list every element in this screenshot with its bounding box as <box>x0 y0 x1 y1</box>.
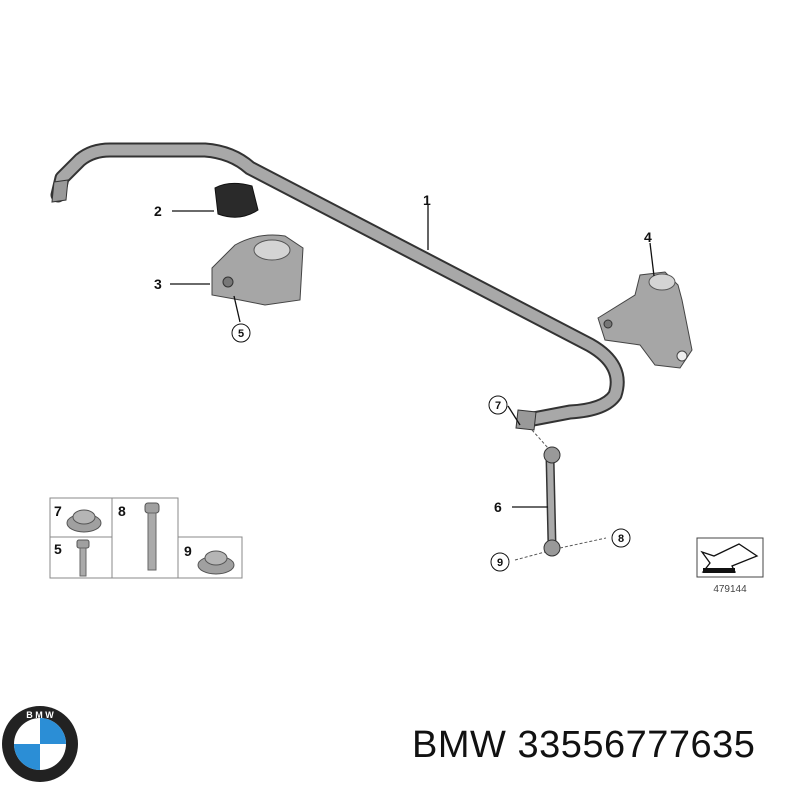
bolt-5 <box>76 539 90 577</box>
table-label-5: 5 <box>54 541 62 557</box>
direction-arrow-box <box>696 537 764 578</box>
svg-text:9: 9 <box>497 557 503 569</box>
rubber-mount <box>214 182 259 218</box>
table-label-9: 9 <box>184 543 192 559</box>
bracket-left <box>211 234 304 306</box>
callout-9: 9 <box>490 552 510 572</box>
table-label-7: 7 <box>54 503 62 519</box>
bmw-logo: B M W <box>2 706 78 782</box>
svg-text:8: 8 <box>618 533 624 545</box>
callout-7: 7 <box>488 395 508 415</box>
stabilizer-link <box>514 429 607 561</box>
reference-number: 479144 <box>713 584 747 595</box>
svg-text:7: 7 <box>495 400 501 412</box>
flange-nut-7 <box>66 509 102 533</box>
brand-name: BMW <box>412 724 507 766</box>
table-label-8: 8 <box>118 503 126 519</box>
svg-text:5: 5 <box>238 328 244 340</box>
flange-nut-9 <box>197 550 235 575</box>
bracket-right <box>597 271 693 369</box>
callout-3: 3 <box>154 276 162 292</box>
stabilizer-bar <box>50 142 625 431</box>
callout-5: 5 <box>231 323 251 343</box>
callout-8: 8 <box>611 528 631 548</box>
callout-6: 6 <box>494 499 502 515</box>
leader-lines <box>170 205 655 508</box>
bolt-8 <box>144 502 160 571</box>
part-caption: BMW 33556777635 <box>412 724 755 767</box>
svg-text:B M W: B M W <box>26 710 54 720</box>
callout-4: 4 <box>644 229 652 245</box>
hardware-table <box>49 497 243 579</box>
callout-1: 1 <box>423 192 431 208</box>
part-number: 33556777635 <box>517 724 756 766</box>
callout-2: 2 <box>154 203 162 219</box>
